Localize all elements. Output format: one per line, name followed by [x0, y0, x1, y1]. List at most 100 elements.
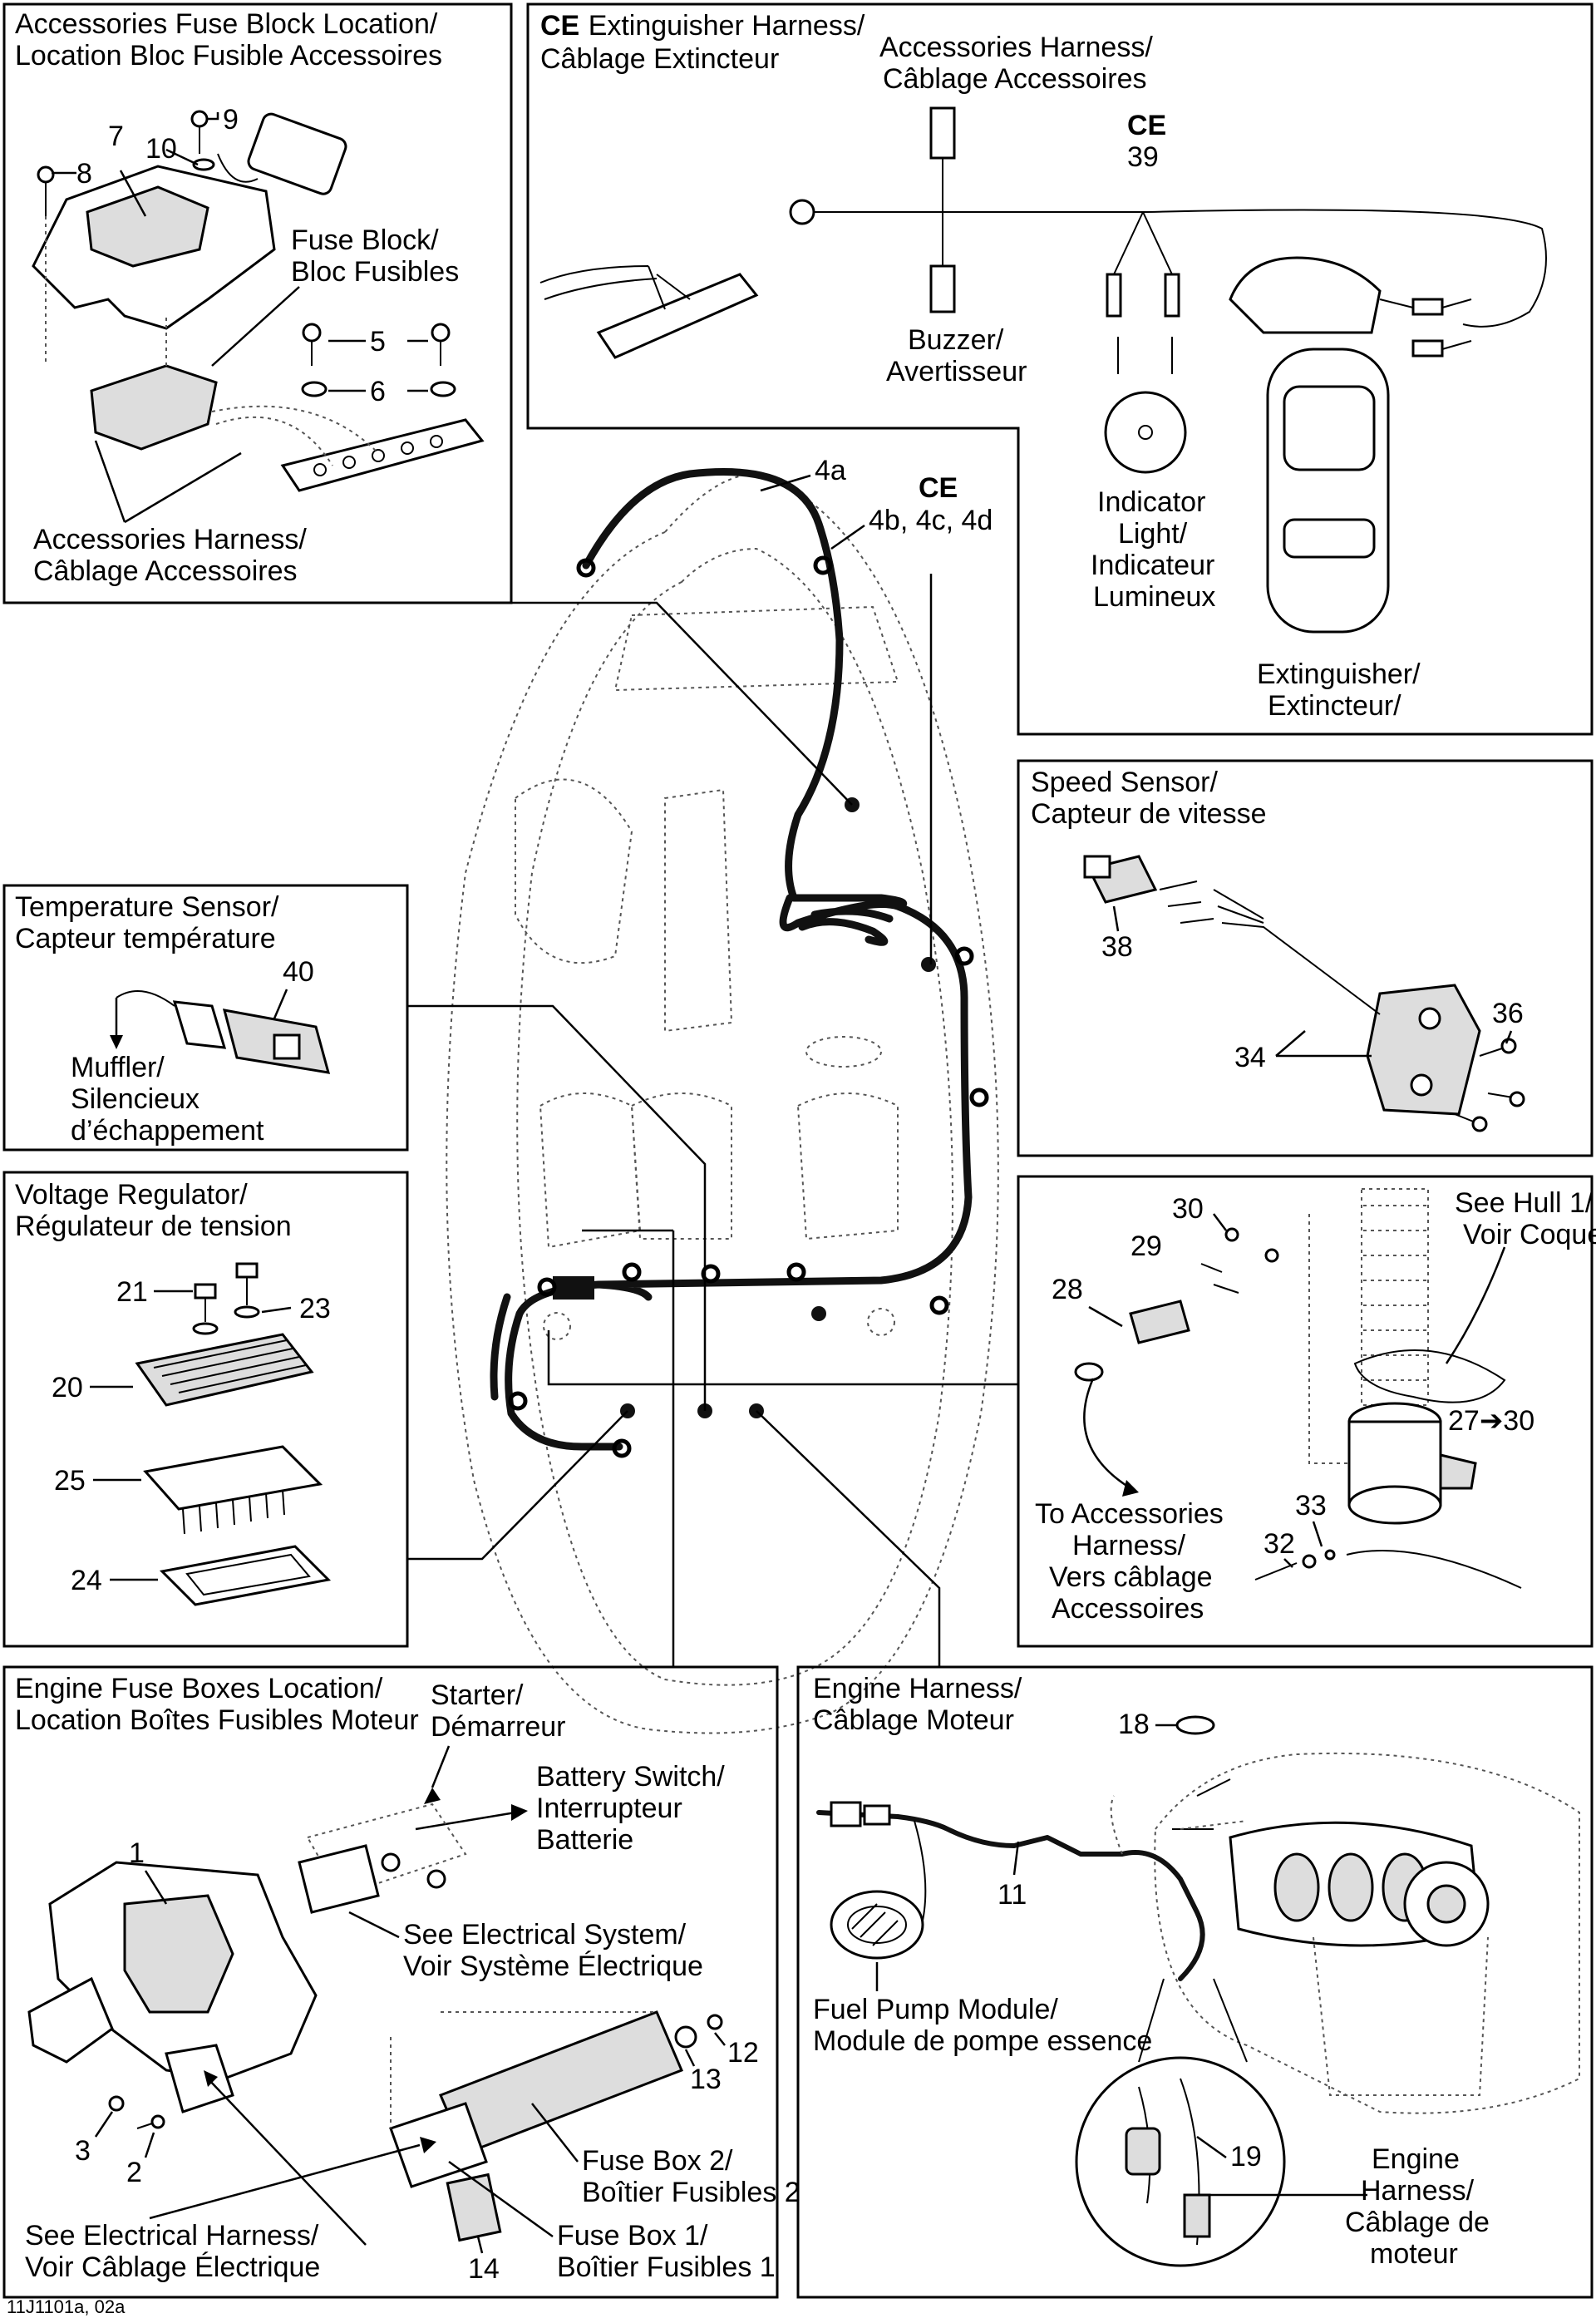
- ref-29: 29: [1130, 1231, 1162, 1262]
- ref-14: 14: [468, 2253, 500, 2285]
- fuse-box-1-label-1: Fuse Box 1/: [557, 2220, 708, 2251]
- ref-4a: 4a: [815, 455, 846, 486]
- ref-2: 2: [126, 2157, 142, 2188]
- main-harness-cable: [490, 468, 973, 1451]
- washer-6-left: [301, 381, 328, 397]
- to-acc-2: Harness/: [1072, 1530, 1186, 1561]
- fuse-block-label: [247, 112, 347, 195]
- acc-fuse-title-1: Accessories Fuse Block Location/: [15, 8, 438, 40]
- acc-harness-connector: [929, 106, 956, 160]
- battery-label-2: Interrupteur: [536, 1793, 682, 1824]
- leader-to-temp-sensor: [407, 1004, 707, 1411]
- efb-title-2: Location Boîtes Fusibles Moteur: [15, 1704, 419, 1736]
- efb-title-1: Engine Fuse Boxes Location/: [15, 1673, 383, 1704]
- ref-34: 34: [1234, 1042, 1266, 1073]
- ref-27-30: 27➔30: [1448, 1405, 1534, 1437]
- to-acc-3: Vers câblage: [1049, 1561, 1213, 1593]
- leader-to-engine-harness: [756, 1410, 941, 1667]
- panel-ce-extinguisher: CE Extinguisher Harness/ Câblage Extinct…: [526, 2, 1594, 736]
- main-harness: 4a CE 4b, 4c, 4d: [407, 455, 1018, 1667]
- voltage-regulator-board: [143, 1445, 323, 1535]
- ref-40: 40: [283, 956, 314, 988]
- harness-ce-mark: CE: [919, 472, 958, 504]
- leader-to-hull-conn: [547, 1330, 1018, 1386]
- ref-24: 24: [71, 1565, 102, 1596]
- see-hull-1: See Hull 1/: [1455, 1187, 1594, 1219]
- ref-10: 10: [145, 133, 177, 165]
- fuse-block-body: [90, 364, 218, 451]
- ref-8: 8: [76, 158, 92, 190]
- ref-4b-4c-4d: 4b, 4c, 4d: [869, 505, 993, 536]
- light-label-4: Lumineux: [1093, 581, 1215, 613]
- vreg-title-1: Voltage Regulator/: [15, 1179, 248, 1211]
- ce-ref-mark: CE: [1127, 110, 1166, 141]
- harness-connector-block: [553, 1276, 594, 1300]
- to-acc-1: To Accessories: [1035, 1498, 1224, 1530]
- engine-harness-cable: [816, 1795, 1248, 1981]
- ref-39: 39: [1127, 141, 1159, 173]
- fuse-box-2-label-1: Fuse Box 2/: [582, 2145, 733, 2177]
- engine-harness-label-3: Câblage de: [1345, 2207, 1490, 2238]
- screw-5-right: [431, 323, 451, 366]
- ref-18: 18: [1118, 1709, 1150, 1740]
- light-pin-right: [1164, 273, 1180, 318]
- ref-12: 12: [727, 2037, 759, 2069]
- to-acc-4: Accessoires: [1052, 1593, 1204, 1625]
- indicator-light: [1104, 391, 1187, 474]
- eh-title-1: Engine Harness/: [813, 1673, 1022, 1704]
- harness-clips: [508, 555, 989, 1458]
- drain-screw: [1254, 1549, 1336, 1581]
- ref-38: 38: [1101, 931, 1133, 963]
- ref-11: 11: [998, 1879, 1027, 1911]
- muffler-label-1: Muffler/: [71, 1052, 165, 1083]
- ce-harness-trunk: [806, 209, 1547, 328]
- battery-switch-assembly: [298, 1803, 467, 1914]
- ce-terminal-strip: [596, 273, 759, 359]
- ring-terminal: [789, 199, 815, 225]
- screw-8: [37, 165, 55, 366]
- ref-19: 19: [1230, 2141, 1262, 2173]
- buzzer-connector: [929, 264, 956, 313]
- washer-10: [192, 158, 215, 171]
- engine-harness-connector: [830, 1801, 862, 1827]
- fuse-block-cover-opening: [86, 185, 209, 268]
- ce-acc-harness-1: Accessories Harness/: [879, 32, 1153, 63]
- see-el-harness-1: See Electrical Harness/: [25, 2220, 319, 2251]
- engine-harness-detail-circle: [1075, 2056, 1286, 2267]
- panel-hull-connector: See Hull 1/ Voir Coque 1 30 29 28 27➔30 …: [1017, 1175, 1596, 1648]
- temperature-sensor: [172, 1000, 331, 1074]
- muffler-label-2: Silencieux: [71, 1083, 200, 1115]
- vreg-title-2: Régulateur de tension: [15, 1211, 292, 1242]
- ce-mark: CE: [540, 10, 579, 42]
- fuse-box-2-label-2: Boîtier Fusibles 2: [582, 2177, 800, 2208]
- starter-label-1: Starter/: [431, 1679, 524, 1711]
- ref-20: 20: [52, 1372, 83, 1403]
- light-pin-left: [1106, 273, 1122, 318]
- panel-temperature-sensor: Temperature Sensor/ Capteur température …: [2, 884, 409, 1152]
- engine-harness-label-2: Harness/: [1361, 2175, 1475, 2207]
- fuel-pump-label-2: Module de pompe essence: [813, 2025, 1152, 2057]
- ce-acc-harness-2: Câblage Accessoires: [883, 63, 1147, 95]
- acc-harness-label-2: Câblage Accessoires: [33, 555, 298, 587]
- figure-id: 11J1101a, 02a: [7, 2296, 126, 2317]
- fuse-box-connector-14: [446, 2173, 502, 2242]
- engine-block: [1154, 1752, 1580, 2114]
- panel-speed-sensor: Speed Sensor/ Capteur de vitesse 38 34 3…: [1017, 759, 1594, 1157]
- ce-ext-title-1: Extinguisher Harness/: [589, 10, 865, 42]
- fuse-block-label-2: Bloc Fusibles: [291, 256, 459, 288]
- panel-engine-harness: Engine Harness/ Câblage Moteur 18: [796, 1665, 1594, 2299]
- washer-6-right: [430, 381, 456, 397]
- leader-to-voltage-reg: [407, 1410, 628, 1561]
- hull-outline: [446, 472, 999, 1734]
- panel-voltage-regulator: Voltage Regulator/ Régulateur de tension…: [2, 1171, 409, 1648]
- speed-connector: [1083, 855, 1158, 904]
- bellows-hose: [1361, 1188, 1429, 1406]
- eh-title-2: Câblage Moteur: [813, 1704, 1014, 1736]
- ref-23: 23: [299, 1293, 331, 1324]
- ext-label-2: Extincteur/: [1268, 690, 1401, 722]
- ref-30: 30: [1172, 1193, 1204, 1225]
- ref-21: 21: [116, 1276, 148, 1308]
- accessories-terminal-strip: [280, 418, 485, 492]
- muffler-label-3: d’échappement: [71, 1115, 264, 1147]
- fuel-pump-module: [830, 1890, 924, 1960]
